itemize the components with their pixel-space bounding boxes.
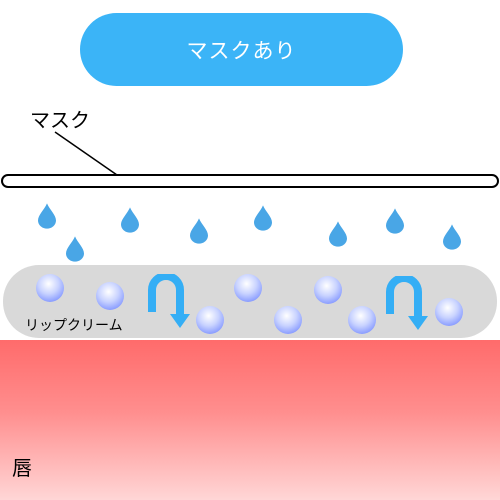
water-drop-icon	[121, 207, 139, 233]
water-drop-icon	[38, 203, 56, 229]
page-title: マスクあり	[186, 38, 297, 63]
moisture-bubble-icon	[314, 276, 342, 304]
water-drop-icon	[443, 224, 461, 250]
moisture-bubble-icon	[196, 306, 224, 334]
title-pill: マスクあり	[80, 13, 403, 86]
moisture-bubble-icon	[36, 274, 64, 302]
moisture-bubble-icon	[348, 306, 376, 334]
lips-label: 唇	[12, 456, 32, 480]
moisture-bubble-icon	[234, 274, 262, 302]
water-drop-icon	[329, 221, 347, 247]
moisture-bubble-icon	[96, 282, 124, 310]
water-drop-icon	[66, 236, 84, 262]
mask-label: マスク	[30, 108, 90, 132]
lip-cream-label: リップクリーム	[25, 318, 123, 334]
mask-pointer-line	[54, 131, 118, 176]
moisture-bubble-icon	[435, 298, 463, 326]
lips-region	[0, 340, 500, 500]
water-drop-icon	[386, 208, 404, 234]
water-drop-icon	[190, 218, 208, 244]
moisture-bubble-icon	[274, 306, 302, 334]
water-drop-icon	[254, 205, 272, 231]
mask-layer	[1, 174, 499, 188]
